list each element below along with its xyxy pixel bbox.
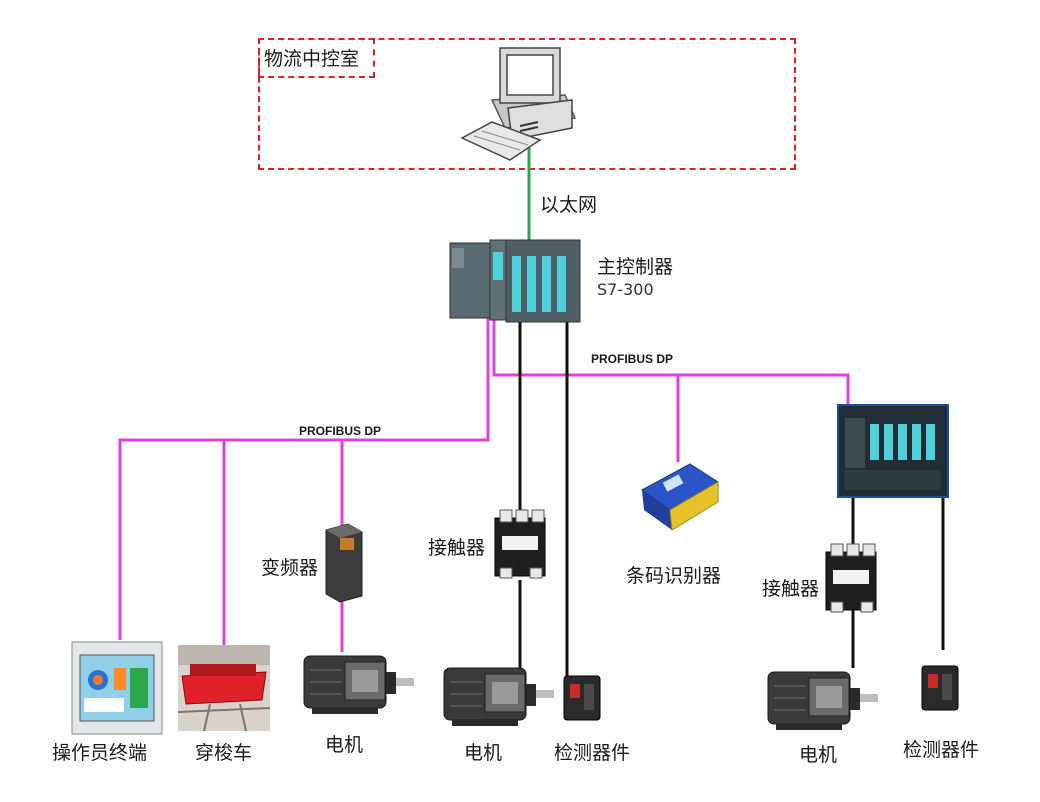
shuttle-label: 穿梭车 [195,742,253,764]
sensor-left-icon [563,675,601,721]
profibus-label-right: PROFIBUS DP [591,352,674,366]
motor-2-icon [443,667,554,726]
control-room-label: 物流中控室 [264,48,360,70]
control-room-tag [258,38,375,78]
motor-1-label: 电机 [325,734,364,756]
vfd-label: 变频器 [261,557,319,579]
contactor-left-icon [494,509,546,579]
motor-3-label: 电机 [799,744,838,766]
motor-2-label: 电机 [464,742,503,764]
contactor-right-label: 接触器 [762,578,820,600]
sensor-right-label: 检测器件 [903,739,980,761]
motor-1-icon [303,655,414,714]
main-controller-label: 主控制器 [597,256,674,278]
vfd-icon [325,523,363,603]
barcode-reader-icon [641,463,719,531]
profibus-left-network [118,300,490,652]
contactor-right-icon [825,543,877,613]
sensor-right-icon [921,665,959,711]
operator-terminal-icon [71,641,163,735]
operator-terminal-label: 操作员终端 [52,742,148,764]
shuttle-car-icon [177,645,271,732]
computer-icon [460,47,577,161]
motor-3-icon [767,671,878,730]
contactor-left-label: 接触器 [428,537,486,559]
profibus-label-left: PROFIBUS DP [299,424,382,438]
ethernet-label: 以太网 [540,194,598,216]
control-room-boundary [258,38,796,170]
hardwire-lines [518,320,945,678]
barcode-reader-label: 条码识别器 [626,565,722,587]
sensor-left-label: 检测器件 [554,742,631,764]
remote-io-icon [837,404,949,498]
main-controller-model: S7-300 [597,280,654,299]
profibus-right-network [492,300,850,462]
plc-s7-300-icon [449,239,581,323]
